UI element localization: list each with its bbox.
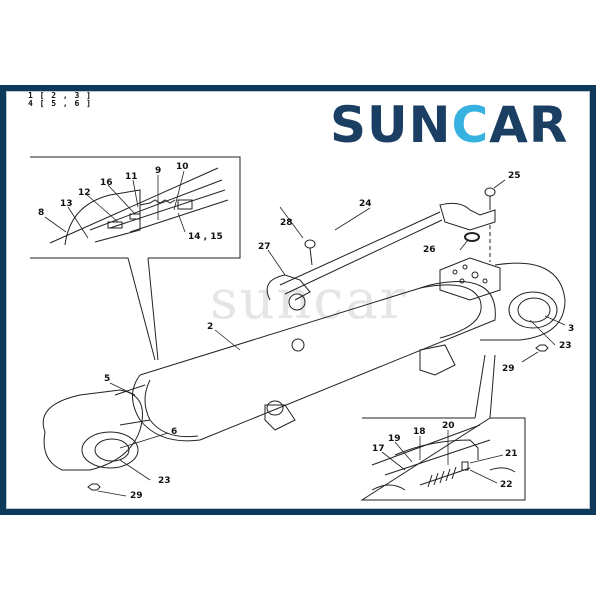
reference-note: 1 [ 2 , 3 ] 4 [ 5 , 6 ] <box>28 92 92 108</box>
bolt-icons <box>87 344 549 491</box>
logo-text-ar: AR <box>489 96 569 154</box>
callout-28: 28 <box>280 218 293 228</box>
cylinder-body <box>42 257 566 471</box>
rod-seal-inset <box>30 156 241 361</box>
callout-12: 12 <box>78 188 91 198</box>
callout-21: 21 <box>505 449 518 459</box>
callout-24: 24 <box>359 199 372 209</box>
callout-26: 26 <box>423 245 436 255</box>
callout-19: 19 <box>388 434 401 444</box>
callout-29-rod: 29 <box>130 491 143 501</box>
callout-18: 18 <box>413 427 426 437</box>
logo-text-sun: SUN <box>330 96 452 154</box>
leader-lines-main <box>97 179 566 497</box>
pipe-assembly <box>266 187 496 301</box>
callout-13: 13 <box>60 199 73 209</box>
leader-lines-top-inset <box>44 170 186 239</box>
callout-29-head: 29 <box>502 364 515 374</box>
callout-20: 20 <box>442 421 455 431</box>
callout-14-15: 14 , 15 <box>188 232 223 242</box>
piston-seal-inset <box>360 354 526 501</box>
callout-10: 10 <box>176 162 189 172</box>
callout-27: 27 <box>258 242 271 252</box>
callout-23-head: 23 <box>559 341 572 351</box>
watermark: suncar <box>210 268 408 331</box>
callout-2: 2 <box>207 322 214 332</box>
callout-17: 17 <box>372 444 385 454</box>
logo-text-c: C <box>451 96 490 154</box>
callout-22: 22 <box>500 480 513 490</box>
callout-8: 8 <box>38 208 45 218</box>
callout-5: 5 <box>104 374 111 384</box>
callout-25: 25 <box>508 171 521 181</box>
callout-6: 6 <box>171 427 178 437</box>
callout-3: 3 <box>568 324 575 334</box>
callout-23-rod: 23 <box>158 476 171 486</box>
callout-11: 11 <box>125 172 138 182</box>
reference-note-line-2: 4 [ 5 , 6 ] <box>28 99 92 108</box>
callout-9: 9 <box>155 166 162 176</box>
reference-note-line-1: 1 [ 2 , 3 ] <box>28 91 92 100</box>
callout-16: 16 <box>100 178 113 188</box>
